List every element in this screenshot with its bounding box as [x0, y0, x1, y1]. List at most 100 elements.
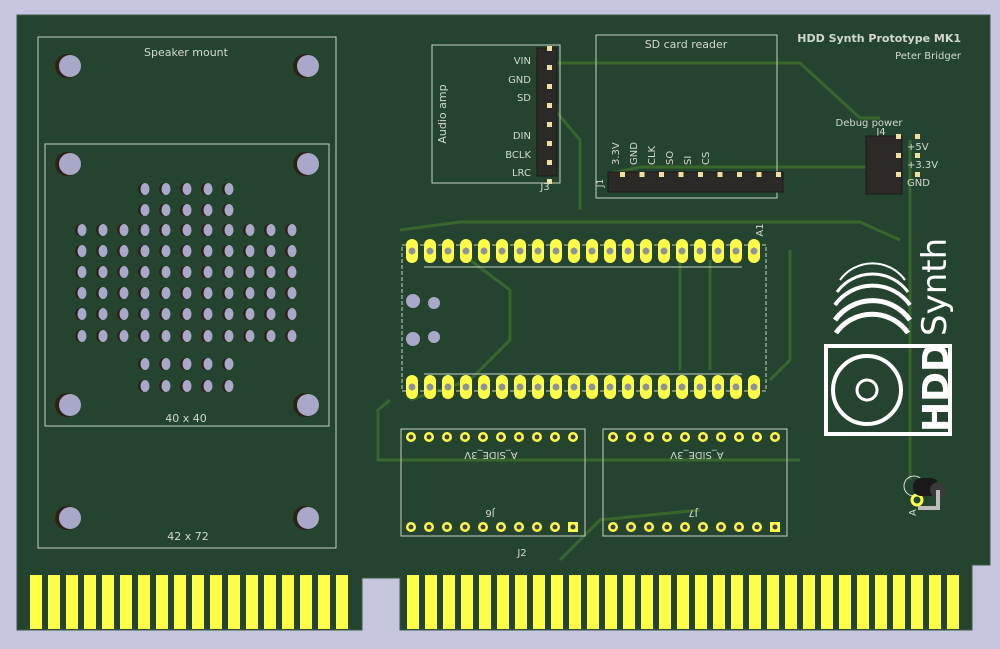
socket-j6: A_SIDE_3V J6: [400, 428, 586, 537]
header-pin: [776, 172, 781, 177]
grille-hole: [161, 380, 171, 392]
edge-finger: [425, 575, 437, 629]
grille-hole: [203, 287, 213, 299]
edge-finger: [443, 575, 455, 629]
grille-hole: [203, 204, 213, 216]
header-pin: [620, 172, 625, 177]
edge-finger: [246, 575, 258, 629]
grille-hole: [287, 266, 297, 278]
audio-amp-pin-label: BCLK: [505, 150, 531, 161]
grille-hole: [77, 266, 87, 278]
edge-finger: [857, 575, 869, 629]
grille-hole: [119, 330, 129, 342]
grille-hole: [140, 266, 150, 278]
speaker-grille-holes: [75, 183, 297, 392]
edge-connector-j2: [30, 575, 959, 629]
audio-amp-pin-label: VIN: [514, 56, 531, 67]
grille-hole: [224, 380, 234, 392]
grille-hole: [224, 224, 234, 236]
socket-pad-drill: [736, 434, 742, 440]
mount-hole: [297, 55, 319, 77]
sd-reader-pin-label: CS: [701, 152, 712, 165]
grille-hole: [245, 266, 255, 278]
grille-hole: [203, 266, 213, 278]
sd-reader-pin-label: CLK: [647, 145, 658, 165]
grille-hole: [182, 380, 192, 392]
socket-pad-drill: [718, 524, 724, 530]
edge-finger: [713, 575, 725, 629]
edge-finger: [893, 575, 905, 629]
grille-hole: [161, 266, 171, 278]
edge-finger: [174, 575, 186, 629]
socket-j7: A_SIDE_3V J7: [602, 428, 788, 537]
mcu-pad-drill: [480, 247, 488, 255]
mount-hole: [59, 55, 81, 77]
mcu-pad-drill: [516, 383, 524, 391]
mcu-pad-drill: [732, 247, 740, 255]
edge-finger: [677, 575, 689, 629]
header-pin: [678, 172, 684, 177]
grille-hole: [203, 330, 213, 342]
header-pin: [896, 172, 901, 177]
edge-finger: [300, 575, 312, 629]
socket-pad-drill: [736, 524, 742, 530]
grille-hole: [77, 330, 87, 342]
grille-hole: [224, 308, 234, 320]
grille-hole: [182, 287, 192, 299]
grille-hole: [77, 308, 87, 320]
speaker-mount-label: Speaker mount: [144, 46, 229, 59]
mcu-pad-drill: [480, 383, 488, 391]
speaker-outer-size-label: 42 x 72: [167, 530, 209, 543]
j3-ref: J3: [539, 182, 549, 193]
mcu-pad-drill: [732, 383, 740, 391]
mcu-pad-drill: [462, 247, 470, 255]
socket-pad-drill: [700, 434, 706, 440]
socket-pad-drill: [534, 434, 540, 440]
mcu-pad-drill: [444, 383, 452, 391]
grille-hole: [98, 330, 108, 342]
grille-hole: [161, 358, 171, 370]
grille-hole: [119, 308, 129, 320]
edge-finger: [731, 575, 743, 629]
mcu-pad-drill: [408, 247, 416, 255]
grille-hole: [287, 245, 297, 257]
grille-hole: [224, 358, 234, 370]
mcu-pad-drill: [534, 383, 542, 391]
mcu-pad-drill: [516, 247, 524, 255]
grille-hole: [224, 330, 234, 342]
mcu-pad-drill: [426, 383, 434, 391]
mcu-pad-drill: [624, 383, 632, 391]
grille-hole: [77, 224, 87, 236]
edge-finger: [659, 575, 671, 629]
grille-hole: [182, 224, 192, 236]
grille-hole: [182, 245, 192, 257]
grille-hole: [224, 183, 234, 195]
header-pin: [659, 172, 664, 177]
pcb-board: [16, 14, 991, 631]
socket-pad-drill: [700, 524, 706, 530]
j6-ref: J6: [485, 507, 495, 518]
grille-hole: [182, 358, 192, 370]
edge-finger: [282, 575, 294, 629]
grille-hole: [140, 183, 150, 195]
socket-pad-drill: [498, 434, 504, 440]
socket-pad-drill: [552, 524, 558, 530]
edge-finger: [66, 575, 78, 629]
mcu-pad-drill: [588, 247, 596, 255]
socket-pad-drill: [570, 434, 576, 440]
mcu-pad-drill: [714, 247, 722, 255]
mcu-pad-drill: [426, 247, 434, 255]
grille-hole: [266, 245, 276, 257]
mcu-pad-drill: [714, 383, 722, 391]
socket-pad-drill: [664, 524, 670, 530]
audio-amp-pin-label: GND: [508, 75, 531, 86]
edge-finger: [515, 575, 527, 629]
edge-finger: [228, 575, 240, 629]
grille-hole: [203, 245, 213, 257]
mount-hole: [297, 507, 319, 529]
socket-pad-drill: [772, 524, 778, 530]
mcu-pad-drill: [624, 247, 632, 255]
